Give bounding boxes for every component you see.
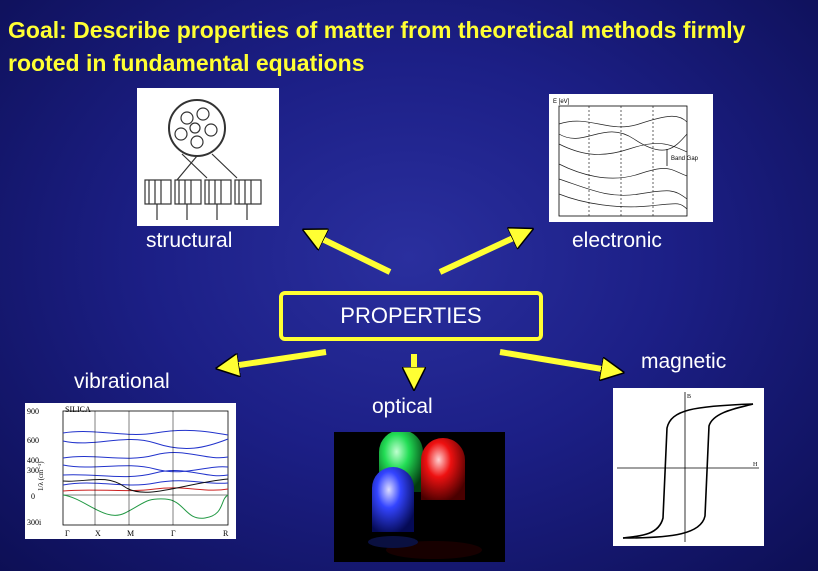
structural-image (137, 88, 279, 226)
xtick-gamma-2: Γ (171, 529, 176, 538)
xtick-x: X (95, 529, 101, 538)
ytick-0: 0 (31, 492, 35, 501)
phonon-ylabel: 1/λ (cm⁻¹) (37, 461, 45, 491)
ytick-600: 600 (27, 436, 39, 445)
vibrational-label: vibrational (74, 370, 170, 393)
structural-label: structural (146, 229, 233, 252)
xtick-r: R (223, 529, 229, 538)
band-axis-label: E [eV] (553, 99, 570, 105)
xtick-m: M (127, 529, 134, 538)
xtick-gamma-1: Γ (65, 529, 70, 538)
arrow-magnetic (499, 349, 614, 371)
phonon-dispersion-image: SILICA 900 600 400 300 0 300i Γ X M Γ R … (25, 403, 236, 539)
arrow-electronic (438, 233, 524, 275)
properties-box: PROPERTIES (279, 291, 543, 341)
optical-label: optical (372, 395, 433, 418)
band-structure-image: E [eV] Band Gap (549, 94, 713, 222)
ytick-400: 400 (27, 456, 39, 465)
arrow-structural (312, 234, 392, 275)
phonon-header: SILICA (65, 405, 91, 414)
band-gap-label: Band Gap (671, 156, 699, 162)
ytick-300i: 300i (27, 518, 42, 527)
electronic-label: electronic (572, 229, 662, 252)
ytick-900: 900 (27, 407, 39, 416)
led-image (334, 432, 505, 562)
magnetic-label: magnetic (641, 350, 727, 373)
hysteresis-y-axis: B (687, 394, 691, 400)
arrow-vibrational (226, 349, 327, 367)
hysteresis-x-axis: H (753, 462, 758, 468)
slide-title: Goal: Describe properties of matter from… (8, 17, 746, 76)
hysteresis-image: B H (613, 388, 764, 546)
ytick-300: 300 (27, 466, 39, 475)
